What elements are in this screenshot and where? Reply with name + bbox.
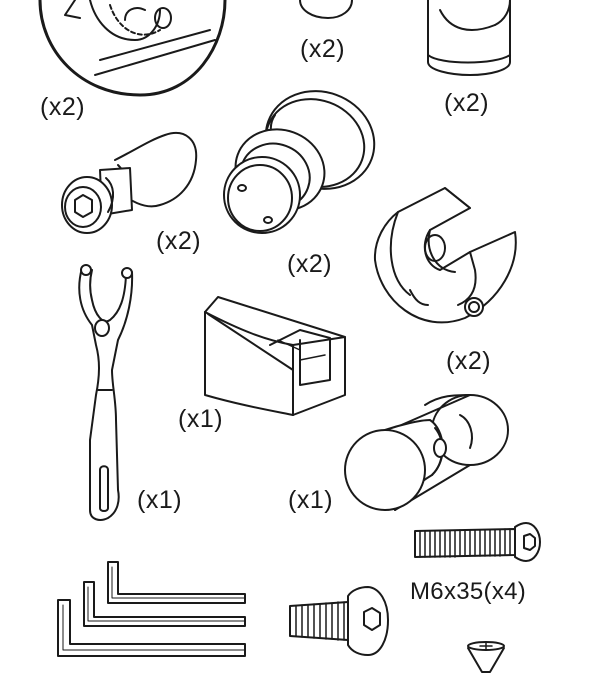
detail-circle-illustration	[38, 0, 227, 97]
quantity-label-pin: (x2)	[156, 227, 202, 255]
wrench-illustration	[78, 264, 134, 521]
quantity-label-top-right: (x2)	[444, 89, 490, 117]
long-screw-illustration	[414, 522, 541, 562]
top-right-part-illustration	[427, 0, 511, 76]
quantity-label-roller: (x2)	[287, 250, 333, 278]
quantity-label-top-center: (x2)	[300, 35, 346, 63]
quantity-label-wrench: (x1)	[137, 486, 183, 514]
bracket-illustration	[373, 187, 517, 324]
quantity-label-bracket: (x2)	[446, 347, 492, 375]
quantity-label-guide: (x1)	[178, 405, 224, 433]
screw-spec-label: M6x35(x4)	[410, 578, 527, 605]
hex-keys-illustration	[57, 561, 246, 657]
knob-illustration	[344, 394, 509, 511]
pin-stud-illustration	[61, 132, 198, 234]
quantity-label-clamp-detail: (x2)	[40, 93, 86, 121]
quantity-label-knob: (x1)	[288, 486, 334, 514]
countersunk-screw-illustration	[467, 641, 505, 673]
top-center-part-illustration	[299, 0, 353, 19]
roller-wheel-illustration	[223, 90, 376, 234]
guide-block-illustration	[204, 296, 346, 416]
short-screw-illustration	[289, 586, 389, 656]
